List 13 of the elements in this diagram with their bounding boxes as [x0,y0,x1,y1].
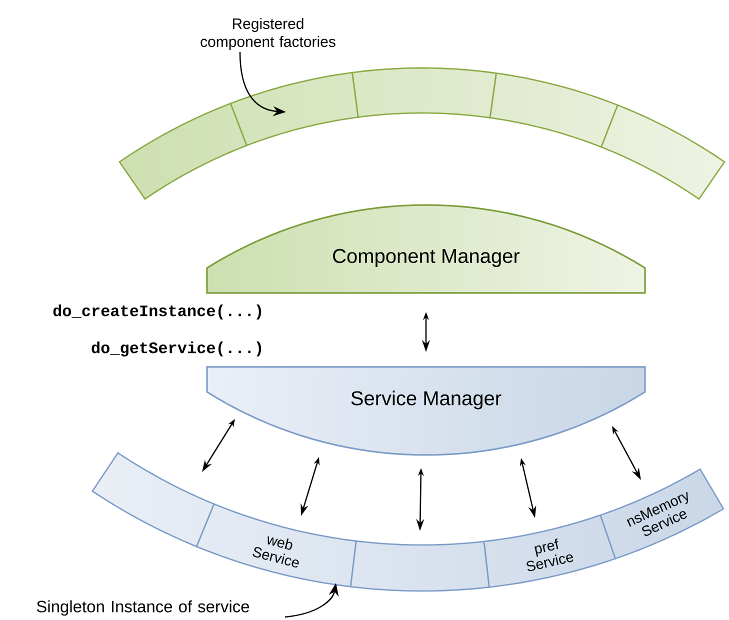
manager-bowl: Service Manager [206,366,646,456]
manager-dome: Component Manager [206,204,646,294]
method-label: do_getService(...) [92,342,262,356]
band-segment [352,67,498,119]
band-segment [489,72,619,148]
band-segment: pref Service [483,514,616,588]
callout-text: Registered component factories [200,18,336,50]
band-segment [350,540,490,592]
band-segment [230,72,359,146]
callout-text: Singleton Instance of service [36,600,250,616]
band-segment [118,102,248,200]
band-segment: web Service [196,503,357,588]
method-label: do_createInstance(...) [53,304,262,320]
